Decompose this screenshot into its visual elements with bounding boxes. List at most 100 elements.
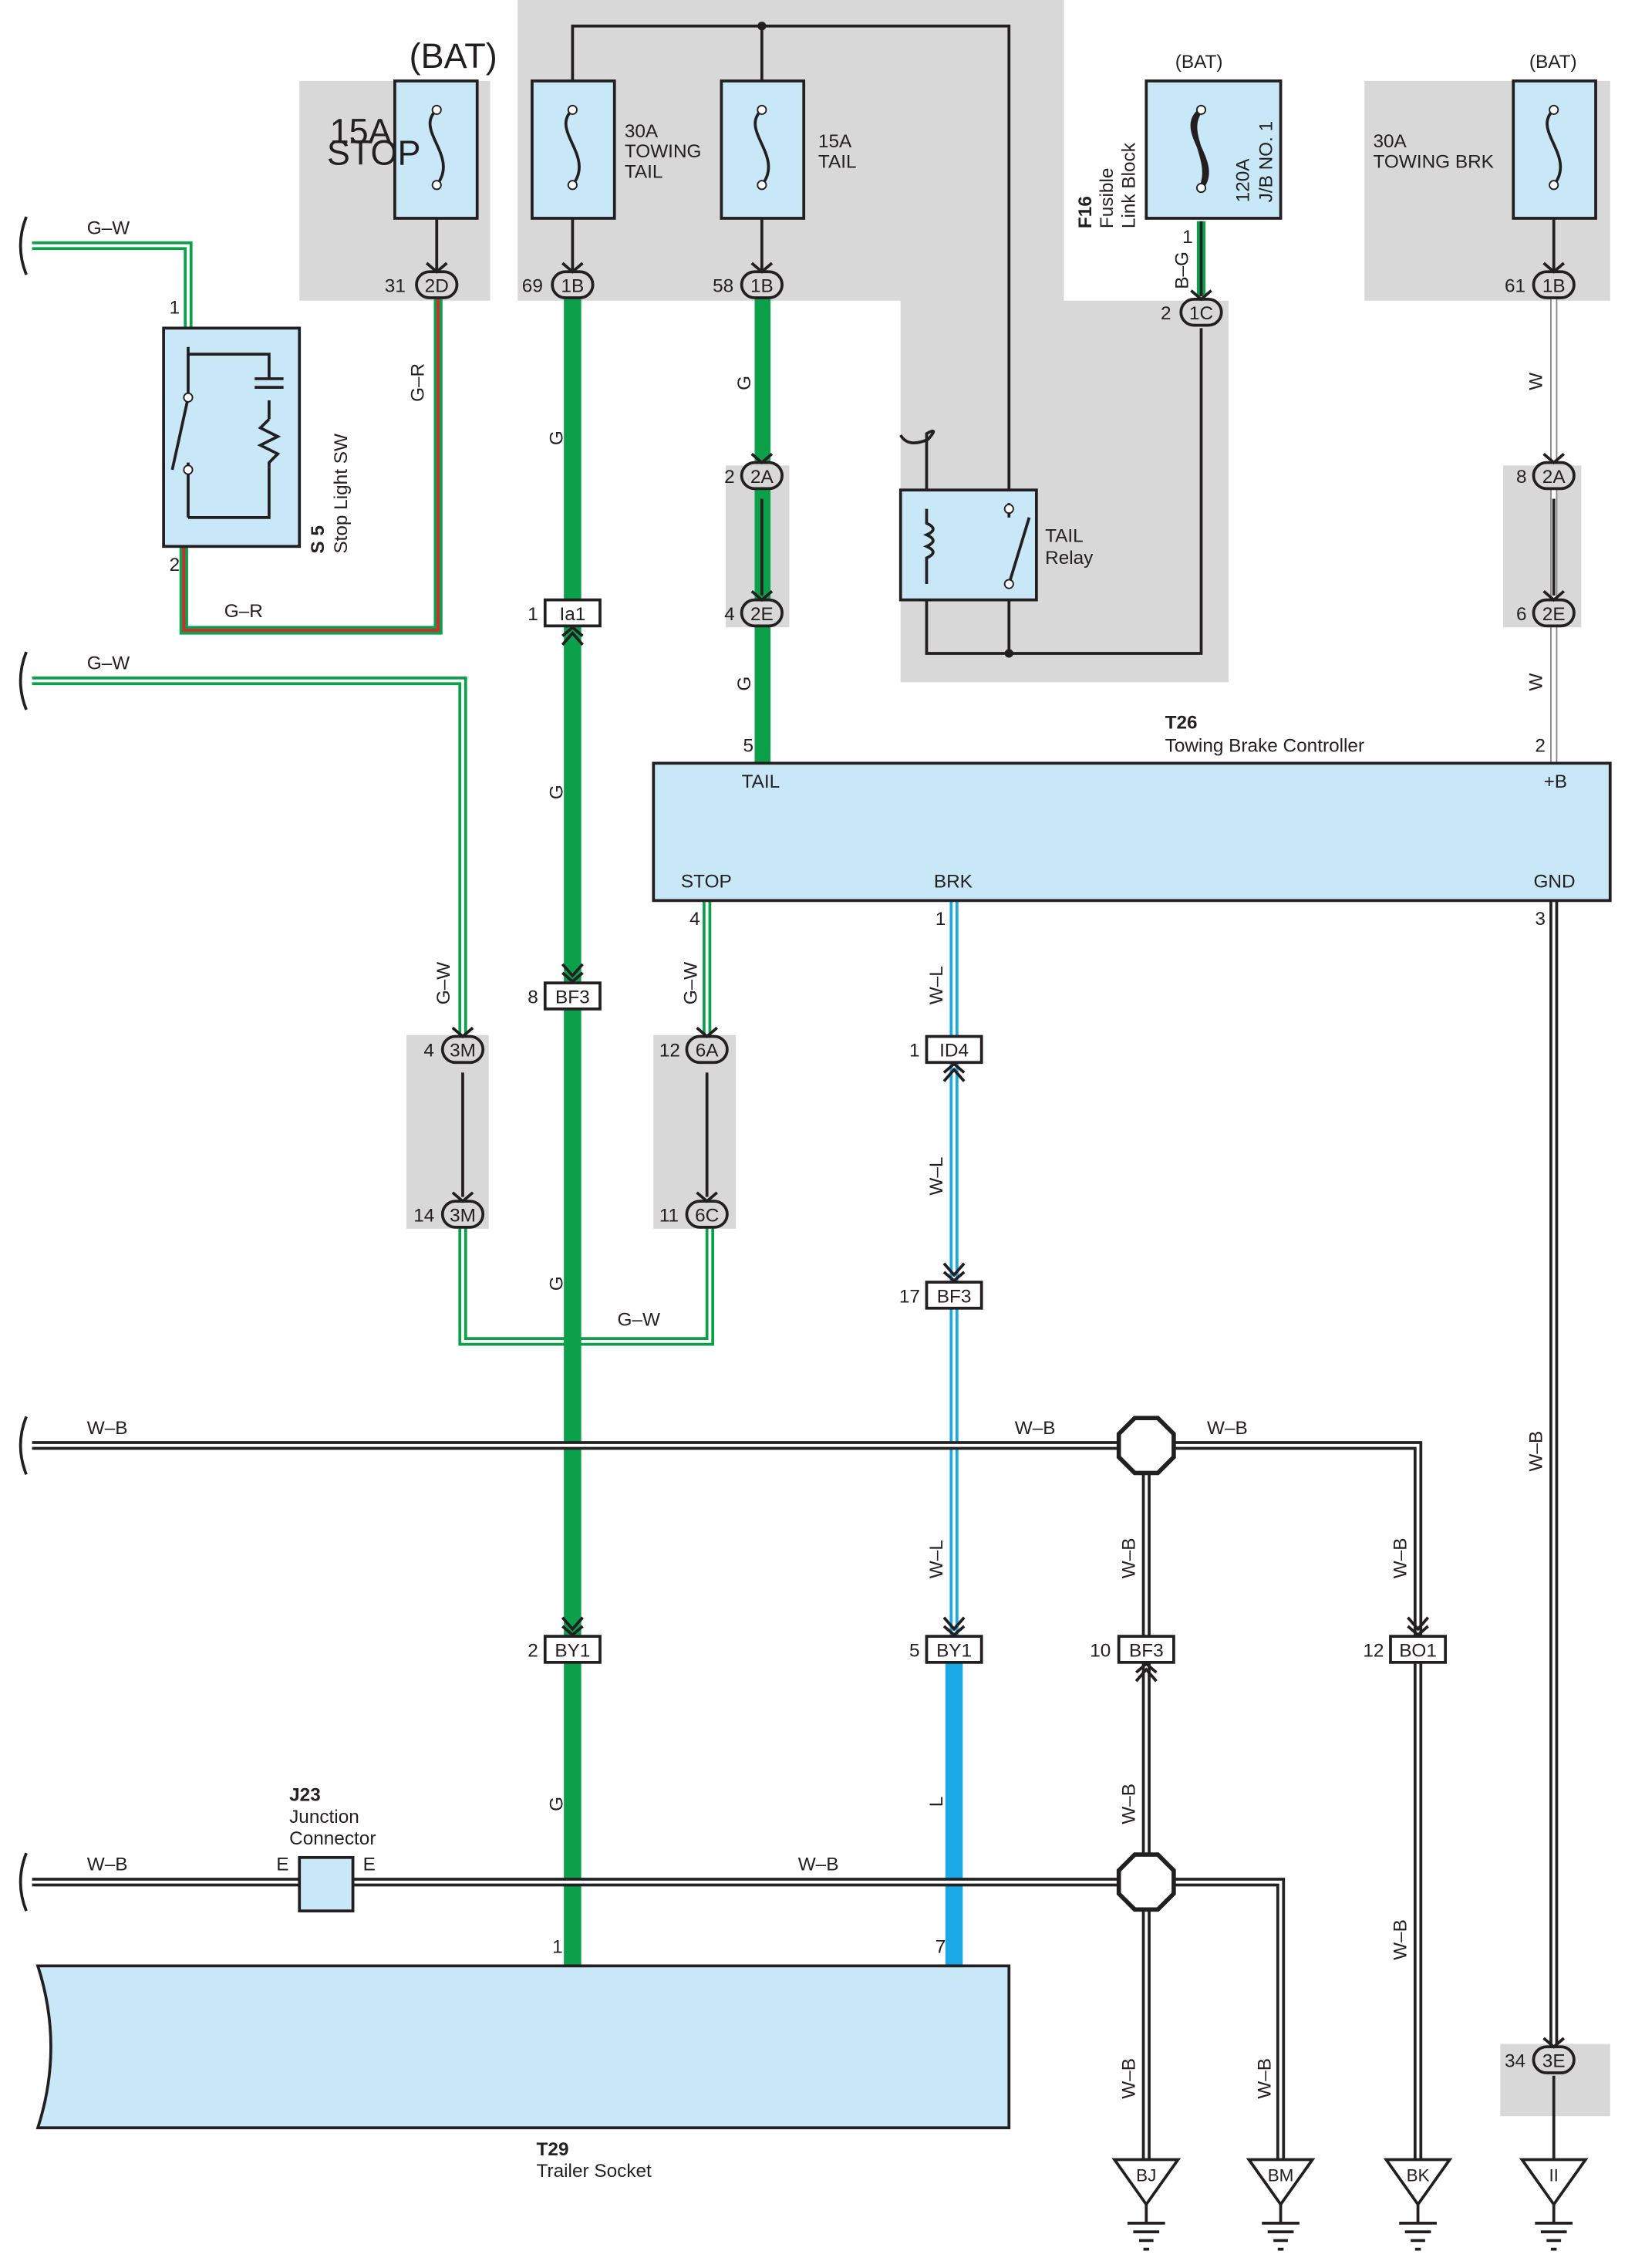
- rect-connector-label: BF3: [555, 987, 590, 1007]
- fuse-towing-brk-bat: (BAT): [1529, 52, 1577, 73]
- wire-gw-top: [32, 241, 193, 330]
- fuse-towing-tail: 30A TOWING TAIL: [531, 79, 702, 220]
- fuse-stop-rating: 15A: [330, 112, 392, 151]
- ground-label: BM: [1268, 2166, 1294, 2185]
- pin-6c-11: 11: [659, 1205, 679, 1226]
- round-connector-label: 3M: [450, 1205, 476, 1226]
- round-connector-3m: 3M: [440, 1026, 485, 1065]
- label-wl-3: W–L: [926, 1540, 947, 1578]
- label-wb-v6: W–B: [1391, 1919, 1411, 1960]
- label-wb-v1: W–B: [1118, 1537, 1139, 1578]
- fuse-tail: 15A TAIL: [720, 79, 857, 220]
- pin-trailer-7: 7: [935, 1937, 946, 1958]
- label-gr-h: G–R: [224, 601, 263, 622]
- trailer-name: Trailer Socket: [537, 2161, 652, 2182]
- rect-connector-bf3: BF3: [1117, 1635, 1175, 1682]
- stop-light-switch: S 5 Stop Light SW: [162, 326, 352, 554]
- pin-3m-14: 14: [413, 1205, 434, 1226]
- controller-pin-b: +B: [1544, 771, 1567, 792]
- label-g-tail-2: G: [734, 677, 755, 691]
- round-connector-1b: 1B: [1532, 262, 1576, 299]
- label-wl-2: W–L: [926, 1157, 947, 1196]
- label-g-4: G: [546, 1797, 567, 1811]
- junction-line1: Junction: [289, 1807, 359, 1828]
- pin-bf3-8: 8: [528, 987, 538, 1007]
- pin-2e-6: 6: [1516, 604, 1527, 625]
- label-g-2: G: [546, 785, 567, 799]
- fuse-towing-tail-name1: TOWING: [625, 141, 702, 162]
- junction-pin-right: E: [363, 1855, 376, 1875]
- shaded-areas: [299, 0, 1610, 2117]
- round-connector-label: 1B: [750, 276, 774, 297]
- pin-bo1-12: 12: [1363, 1640, 1384, 1661]
- rect-connector-label: BY1: [936, 1640, 972, 1661]
- label-wl-1: W–L: [926, 966, 947, 1004]
- round-connector-3m: 3M: [440, 1191, 485, 1229]
- round-connector-label: 1C: [1189, 303, 1213, 324]
- pin-bf3-10: 10: [1090, 1640, 1111, 1661]
- label-w-1: W: [1526, 373, 1547, 390]
- ground-label: II: [1549, 2166, 1559, 2185]
- label-wb-row2-a: W–B: [87, 1855, 128, 1875]
- fuse-towing-brk-rating: 30A: [1373, 131, 1407, 152]
- label-gw-second: G–W: [87, 653, 130, 674]
- round-connector-2a: 2A: [740, 452, 784, 491]
- round-connector-1b: 1B: [740, 262, 784, 299]
- towing-brake-controller: T26 Towing Brake Controller TAIL +B STOP…: [652, 712, 1612, 903]
- label-wb-v2: W–B: [1118, 1784, 1139, 1824]
- ground-ii: II: [1519, 2158, 1589, 2251]
- round-connector-2d: 2D: [415, 262, 459, 299]
- fuse-fusible-rating: 120A: [1232, 158, 1253, 203]
- fuse-stop: (BAT) 15A STOP: [327, 36, 497, 220]
- label-gr-v: G–R: [407, 363, 428, 402]
- label-wb-row1-b: W–B: [1015, 1418, 1056, 1439]
- round-connector-3e: 3E: [1532, 2037, 1576, 2074]
- trailer-socket: T29 Trailer Socket: [35, 1964, 1011, 2182]
- controller-code: T26: [1165, 712, 1198, 733]
- round-connector-label: 2E: [1542, 604, 1566, 625]
- pin-ia1-1: 1: [528, 604, 538, 625]
- trailer-code: T29: [537, 2139, 569, 2160]
- fuse-fusible-link: (BAT) 120A J/B NO. 1: [1144, 52, 1283, 220]
- pin-31: 31: [385, 276, 406, 297]
- round-connector-2a: 2A: [1532, 452, 1576, 491]
- wire-gw-second: [32, 676, 715, 1346]
- fuse-fusible-bat: (BAT): [1175, 52, 1223, 73]
- fuse-tail-name: TAIL: [818, 151, 857, 172]
- label-wb-row1-c: W–B: [1207, 1418, 1248, 1439]
- round-connector-label: 3M: [450, 1041, 476, 1061]
- wire-l: [945, 1662, 963, 1966]
- round-connector-1b: 1B: [551, 262, 595, 299]
- pin-69: 69: [522, 276, 543, 297]
- controller-pin-stop: STOP: [681, 872, 732, 893]
- wire-gr: [179, 299, 443, 635]
- pin-61: 61: [1505, 276, 1525, 297]
- controller-name: Towing Brake Controller: [1165, 735, 1364, 756]
- rect-connector-label: BF3: [1129, 1640, 1164, 1661]
- fuse-fusible-jb: J/B NO. 1: [1256, 121, 1276, 203]
- relay-line1: TAIL: [1045, 526, 1084, 547]
- stop-sw-code: S 5: [308, 525, 329, 554]
- pin-bf3-17: 17: [899, 1286, 920, 1307]
- junction-connector: J23 Junction Connector E E: [276, 1785, 376, 1913]
- junction-line2: Connector: [289, 1828, 376, 1849]
- ground-bm: BM: [1246, 2158, 1316, 2251]
- round-connector-6c: 6C: [685, 1191, 729, 1229]
- rect-connector-label: ID4: [939, 1041, 969, 1061]
- label-gw-v2: G–W: [681, 962, 702, 1004]
- fuse-towing-brk-name: TOWING BRK: [1373, 151, 1493, 172]
- fuse-towing-brk: (BAT) 30A TOWING BRK: [1373, 52, 1597, 220]
- relay-line2: Relay: [1045, 548, 1094, 569]
- pin-gnd-3: 3: [1535, 909, 1546, 930]
- round-connector-label: 3E: [1542, 2051, 1566, 2072]
- junction-code: J23: [289, 1785, 321, 1806]
- round-connector-6a: 6A: [685, 1026, 729, 1065]
- pin-sw-1: 1: [170, 298, 180, 319]
- label-wb-v5: W–B: [1391, 1537, 1411, 1578]
- fusible-block-line2: Link Block: [1118, 142, 1139, 228]
- pin-2a-2: 2: [724, 467, 735, 488]
- pin-by1-2: 2: [528, 1640, 538, 1661]
- round-connector-label: 2A: [750, 467, 774, 488]
- label-wb-v3: W–B: [1118, 2058, 1139, 2099]
